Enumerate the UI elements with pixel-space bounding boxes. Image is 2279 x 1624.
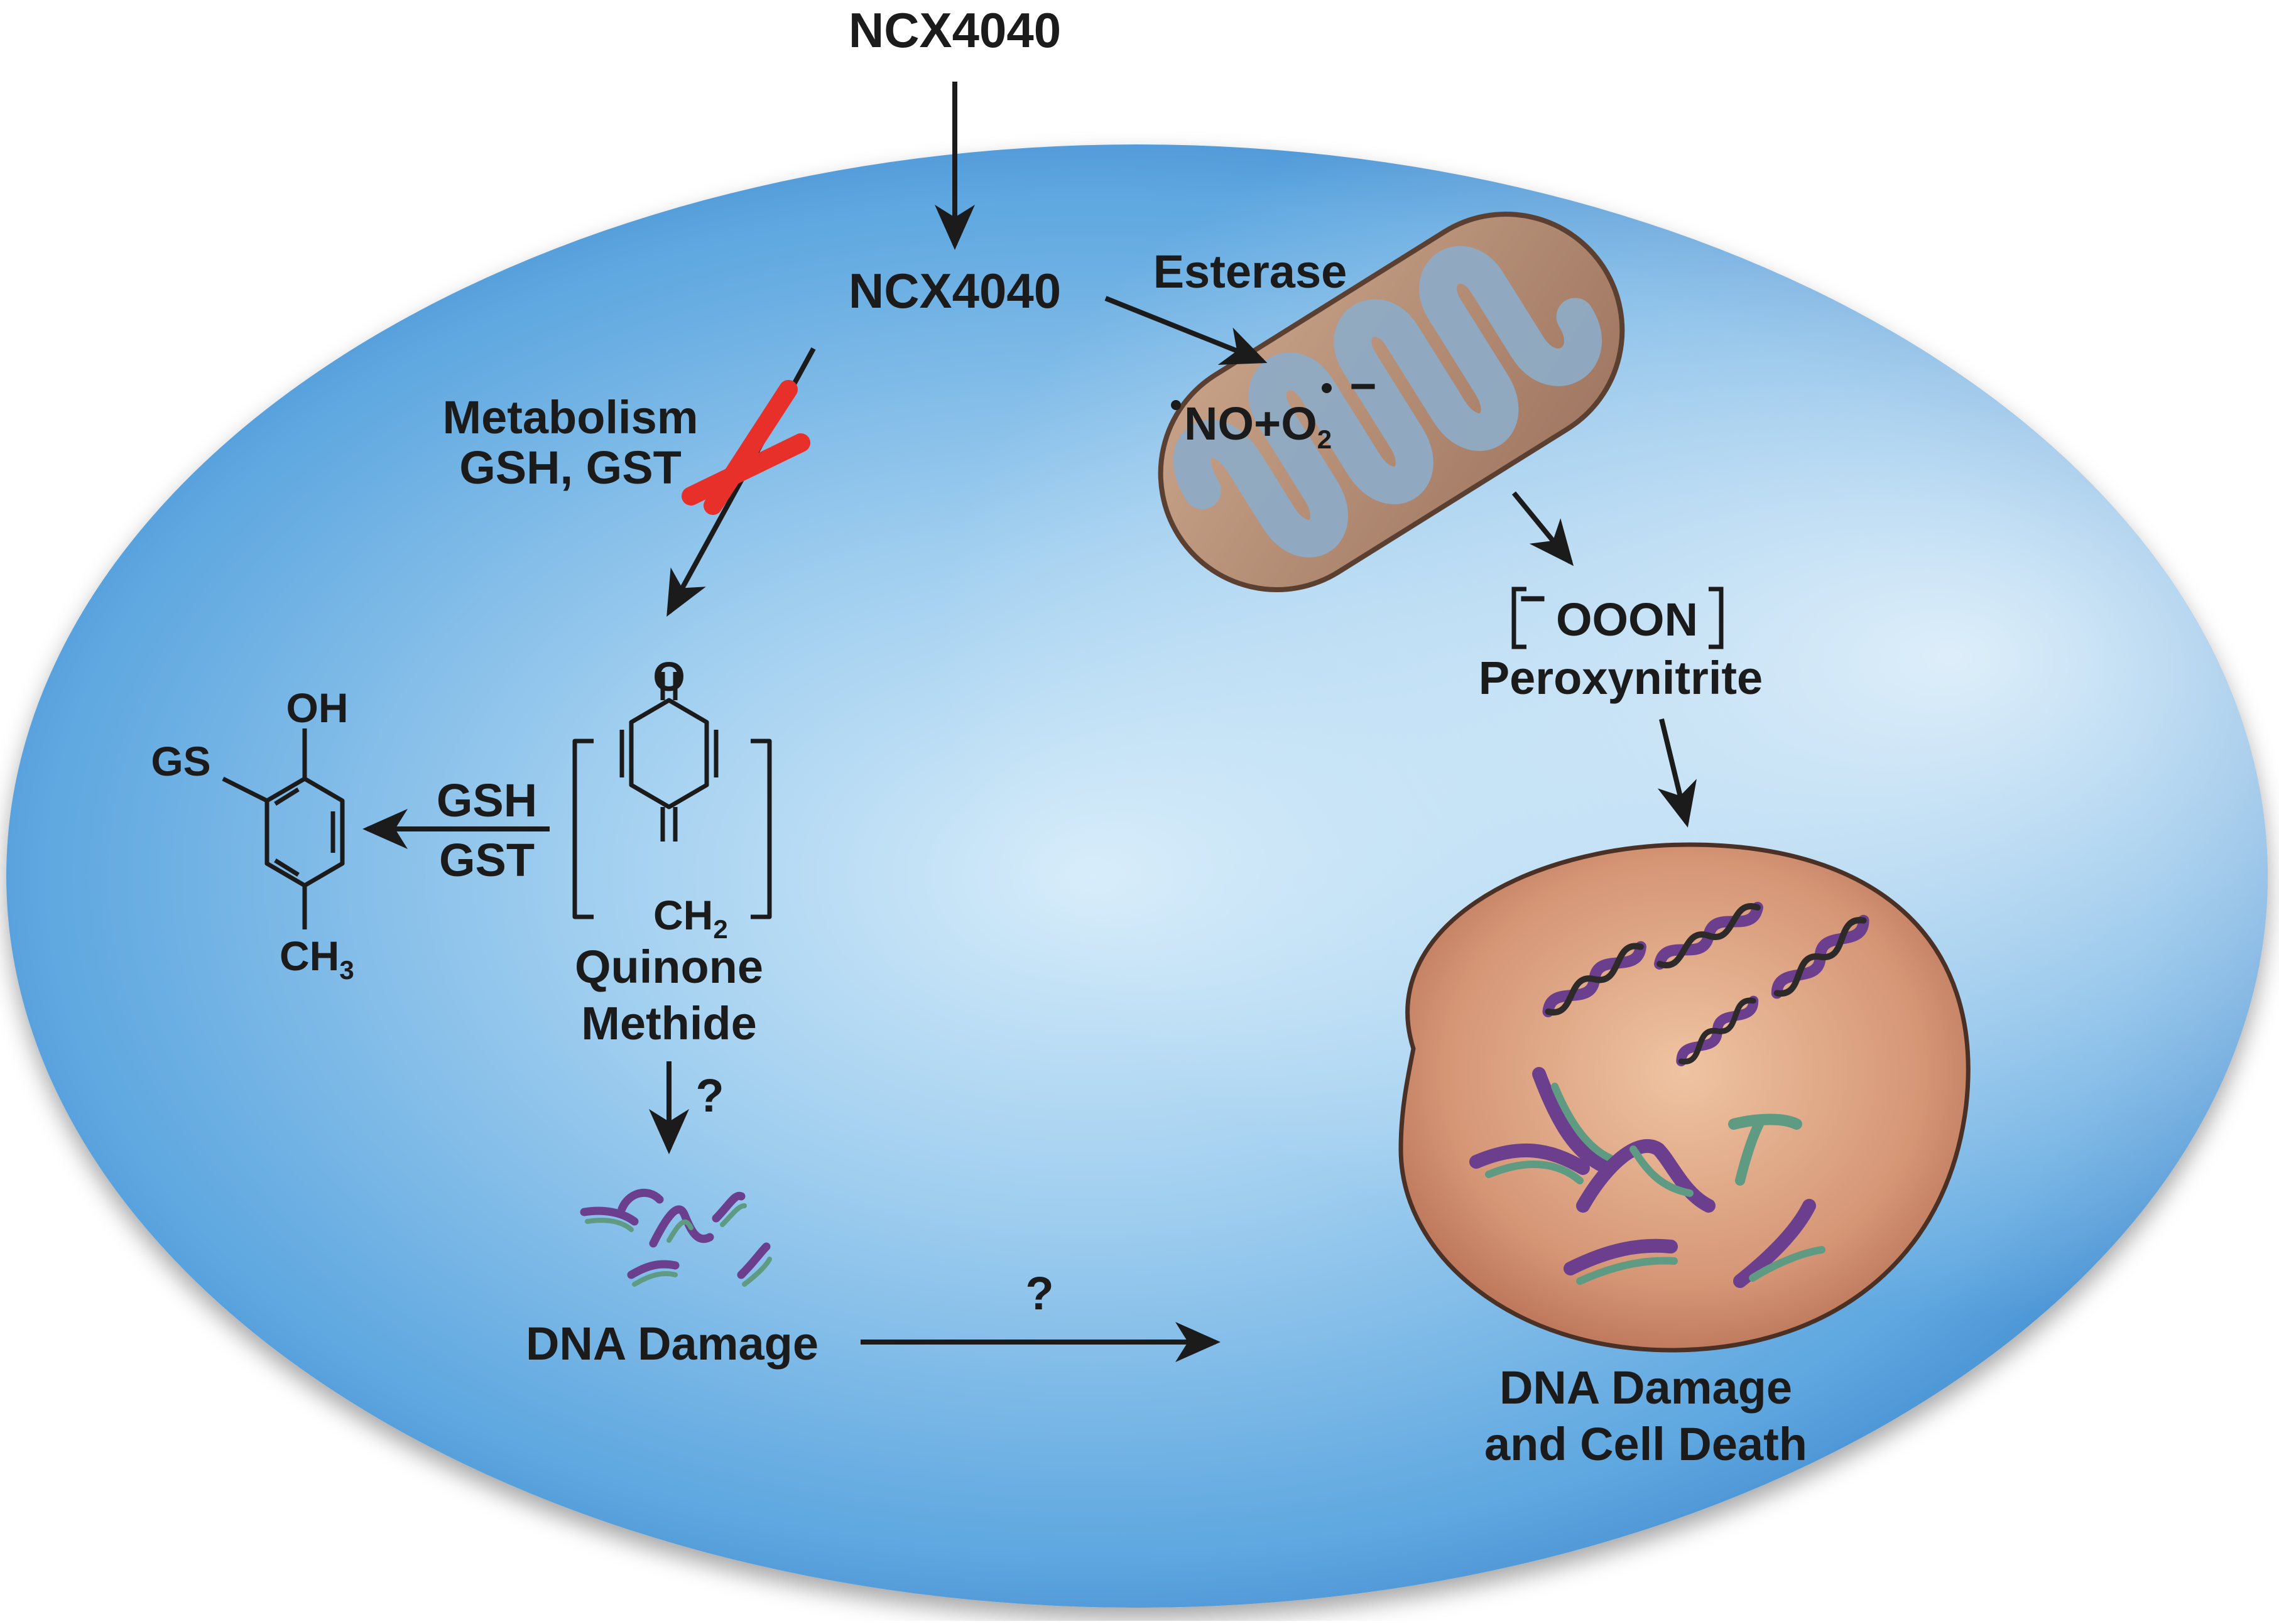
question-mark-1: ? — [695, 1069, 724, 1122]
gst-label: GST — [439, 834, 535, 886]
dna-helix — [1771, 914, 1869, 999]
quinone-methide-structure — [572, 672, 772, 919]
quinone-ch2: CH2 — [653, 892, 728, 944]
arrow-esterase — [1104, 296, 1268, 365]
radical-dot — [1322, 383, 1332, 393]
conjugate-gs: GS — [151, 738, 210, 784]
radical-dot — [1171, 400, 1181, 410]
peroxynitrite-brackets — [1511, 587, 1724, 649]
conjugate-ch3: CH3 — [280, 933, 354, 985]
nitric-oxide-superoxide-label: NO+O2 — [1184, 398, 1332, 454]
peroxynitrite-charge: − — [1519, 572, 1546, 624]
peroxynitrite-label: Peroxynitrite — [1479, 652, 1763, 704]
conjugate-oh: OH — [286, 685, 349, 731]
cell — [6, 144, 2268, 1608]
arrow-to-nucleus — [1657, 718, 1697, 828]
quinone-methide-label-1: Quinone — [575, 941, 763, 993]
drug-inside-label: NCX4040 — [849, 263, 1061, 318]
dna-strand — [1564, 1238, 1678, 1285]
dna-strand — [1469, 1143, 1590, 1184]
arrow-to-peroxynitrite — [1511, 491, 1574, 566]
dna-damage-label: DNA Damage — [526, 1318, 819, 1370]
bracket-left — [572, 739, 594, 919]
quinone-methide-label-2: Methide — [581, 997, 757, 1049]
dna-damage-fragments — [580, 1188, 772, 1287]
dna-helix — [1542, 941, 1646, 1017]
quinone-oxygen: O — [653, 653, 685, 700]
mitochondrion-cristae — [1173, 246, 1602, 558]
nucleus-dna-fragments — [1469, 902, 1869, 1288]
peroxynitrite-formula: OOON — [1556, 593, 1698, 646]
gsh-gst-label: GSH, GST — [459, 441, 682, 494]
esterase-label: Esterase — [1153, 246, 1347, 298]
dna-strand — [1728, 1113, 1802, 1186]
question-mark-2: ? — [1025, 1267, 1053, 1319]
dna-strand — [1532, 1067, 1615, 1175]
dna-helix — [1654, 902, 1763, 970]
mitochondrion — [1158, 212, 1625, 592]
gsh-label: GSH — [437, 774, 537, 826]
nucleus — [1398, 842, 1971, 1353]
bracket-right — [751, 739, 772, 919]
cell-death-label-1: DNA Damage — [1499, 1361, 1792, 1414]
drug-outside-label: NCX4040 — [849, 3, 1061, 58]
superoxide-charge: − — [1349, 360, 1376, 412]
metabolism-label: Metabolism — [442, 391, 698, 443]
dna-strand — [1576, 1139, 1716, 1213]
dna-strand — [1733, 1199, 1825, 1288]
inhibition-x-icon — [682, 380, 810, 515]
dna-helix — [1676, 995, 1759, 1066]
gs-conjugate-structure — [222, 728, 345, 929]
cell-death-label-2: and Cell Death — [1484, 1418, 1807, 1470]
